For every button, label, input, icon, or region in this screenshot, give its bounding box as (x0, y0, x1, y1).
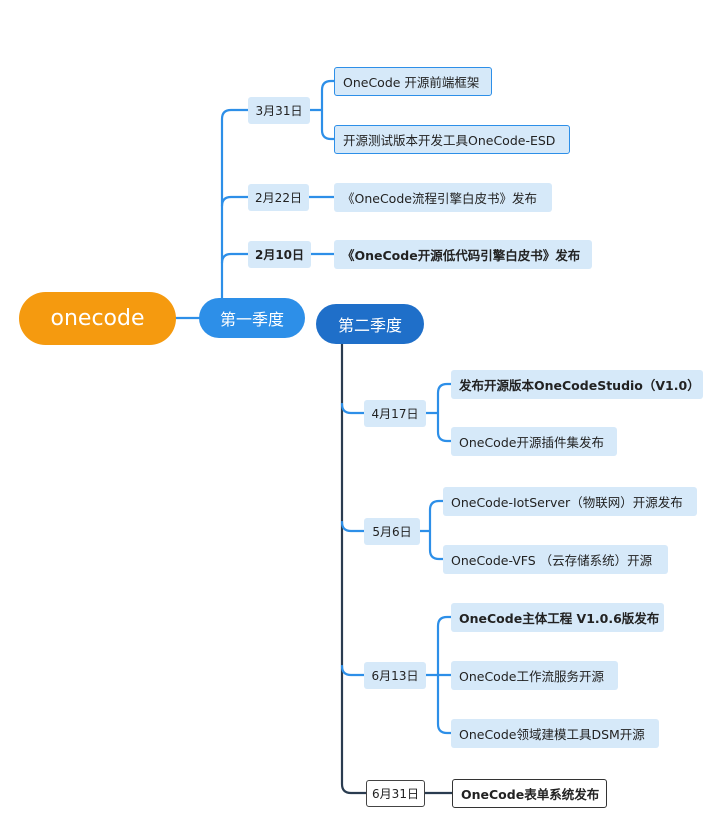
connector-q2-jun13 (340, 664, 366, 677)
date-node-feb22[interactable]: 2月22日 (248, 184, 309, 211)
date-node-jun13[interactable]: 6月13日 (364, 662, 426, 689)
leaf-iotserver-release[interactable]: OneCode-IotServer（物联网）开源发布 (443, 487, 697, 516)
date-node-mar31[interactable]: 3月31日 (248, 97, 310, 124)
date-node-feb10[interactable]: 2月10日 (248, 241, 311, 268)
date-node-may6[interactable]: 5月6日 (364, 518, 420, 545)
connector-q1-feb10 (220, 252, 250, 265)
leaf-dsm-tool[interactable]: OneCode领域建模工具DSM开源 (451, 719, 659, 748)
leaf-form-system-release[interactable]: OneCode表单系统发布 (452, 779, 607, 808)
connector-q2-trunk (340, 342, 368, 795)
leaf-workflow-service[interactable]: OneCode工作流服务开源 (451, 661, 618, 690)
leaf-process-engine-whitepaper[interactable]: 《OneCode流程引擎白皮书》发布 (334, 183, 552, 212)
leaf-frontend-framework[interactable]: OneCode 开源前端框架 (334, 67, 492, 96)
connector-mar31-children (308, 79, 336, 141)
connector-q2-apr17 (340, 402, 366, 415)
date-node-apr17[interactable]: 4月17日 (364, 400, 426, 427)
connector-may6-children (418, 499, 445, 561)
connector-q2-may6 (340, 520, 366, 533)
leaf-onecodestudio-release[interactable]: 发布开源版本OneCodeStudio（V1.0） (451, 370, 703, 399)
connector-q1-feb22 (220, 195, 250, 208)
leaf-vfs-release[interactable]: OneCode-VFS （云存储系统）开源 (443, 545, 668, 574)
quarter-two-topic[interactable]: 第二季度 (316, 304, 424, 344)
connector-q1-trunk (220, 108, 250, 300)
leaf-main-project-release[interactable]: OneCode主体工程 V1.0.6版发布 (451, 603, 664, 632)
leaf-onecode-esd[interactable]: 开源测试版本开发工具OneCode-ESD (334, 125, 570, 154)
date-node-jun31[interactable]: 6月31日 (366, 780, 425, 807)
connector-apr17-children (424, 382, 453, 443)
quarter-one-topic[interactable]: 第一季度 (199, 298, 305, 338)
connector-jun13-children (424, 615, 453, 735)
leaf-plugin-set-release[interactable]: OneCode开源插件集发布 (451, 427, 617, 456)
leaf-lowcode-engine-whitepaper[interactable]: 《OneCode开源低代码引擎白皮书》发布 (334, 240, 592, 269)
root-topic[interactable]: onecode (19, 292, 176, 345)
